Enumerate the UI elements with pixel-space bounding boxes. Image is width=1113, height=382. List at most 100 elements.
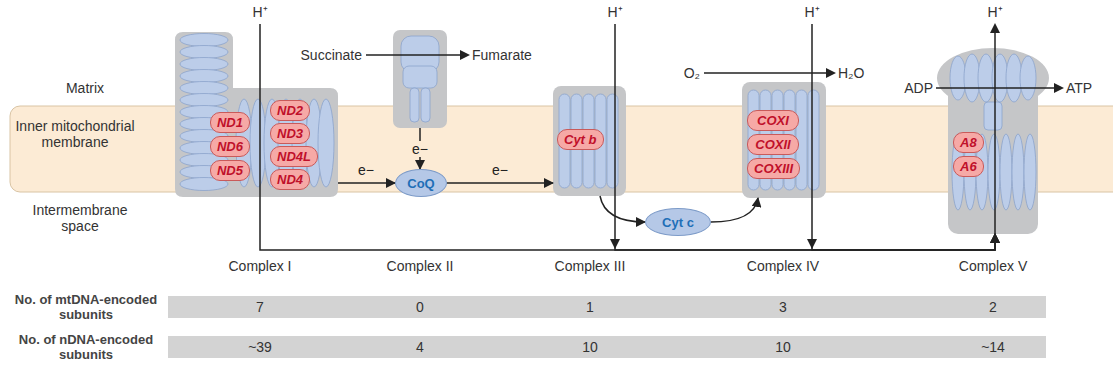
- subunit-pill: COXII: [747, 134, 799, 155]
- subunit-shape: [180, 82, 228, 95]
- subunit-shape: [1000, 134, 1012, 210]
- carrier-oval: Cyt c: [645, 208, 711, 236]
- complex-box: Complex IIICyt b: [553, 86, 626, 196]
- count-cell: 0: [390, 299, 450, 315]
- flow-connector: [338, 182, 395, 184]
- complex-name: Complex IV: [713, 258, 853, 274]
- arrow-head: [826, 68, 836, 78]
- table-band: [168, 336, 1046, 358]
- subunit-shape: [1020, 56, 1036, 100]
- subunit-pill: COXI: [747, 110, 799, 131]
- arrow-head: [1054, 83, 1064, 93]
- count-cell: 3: [753, 299, 813, 315]
- region-label: Inner mitochondrial membrane: [15, 118, 135, 150]
- arrow-head: [460, 50, 470, 60]
- subunit-name: COXI: [757, 113, 789, 128]
- substrate-label: O₂: [660, 65, 700, 81]
- subunit-pill: A6: [953, 156, 984, 177]
- proton-line: [994, 32, 996, 234]
- subunit-name: A6: [960, 159, 977, 174]
- protein-subunits: [950, 54, 1036, 210]
- subunit-shape: [1012, 134, 1024, 210]
- edge-label: e−: [410, 141, 430, 157]
- complex-box: Complex IVCOXICOXIICOXIII: [742, 82, 826, 198]
- subunit-name: ND1: [217, 115, 243, 130]
- subunit-shape: [421, 88, 430, 122]
- complex-shape: [393, 30, 447, 128]
- subunit-name: ND6: [217, 139, 243, 154]
- edge-label: e−: [356, 162, 376, 178]
- subunit-shape: [180, 46, 228, 59]
- substrate-label: ATP: [1066, 80, 1108, 96]
- complex-box: Complex VA8A6: [948, 62, 1038, 234]
- complex-name: Complex II: [350, 258, 490, 274]
- flow-connector: [711, 198, 758, 222]
- complex-name: Complex I: [190, 258, 330, 274]
- row-header: No. of mtDNA-encoded subunits: [6, 292, 166, 322]
- subunit-pill: ND2: [270, 100, 310, 121]
- subunit-name: COXII: [755, 137, 790, 152]
- proton-line: [614, 24, 616, 196]
- proton-label: H⁺: [240, 4, 280, 20]
- proton-label: H⁺: [595, 4, 635, 20]
- reaction-arrow: [936, 87, 1055, 89]
- flow-connector: [812, 198, 995, 250]
- subunit-shape: [180, 58, 228, 71]
- flow-connector: [447, 182, 553, 184]
- subunit-shape: [403, 66, 437, 88]
- complex-shape: [742, 82, 826, 198]
- edge-label: e−: [490, 162, 510, 178]
- subunit-shape: [1024, 134, 1036, 210]
- subunit-pill: ND5: [210, 160, 250, 181]
- arrow-head: [990, 23, 1000, 33]
- subunit-shape: [180, 34, 228, 47]
- subunit-pill: ND4L: [270, 146, 318, 167]
- subunit-pill: COXIII: [747, 158, 800, 179]
- subunit-name: ND3: [277, 126, 303, 141]
- carrier-name: CoQ: [407, 176, 434, 191]
- subunit-name: COXIII: [754, 161, 793, 176]
- flow-lines: [260, 24, 1055, 234]
- substrate-label: ADP: [885, 80, 933, 96]
- arrow-heads: [460, 23, 1064, 249]
- flow-connector: [615, 196, 995, 250]
- subunit-name: ND5: [217, 163, 243, 178]
- substrate-label: H₂O: [838, 65, 888, 81]
- subunit-name: Cyt b: [564, 132, 597, 147]
- protein-subunits: [559, 94, 618, 188]
- count-cell: 2: [963, 299, 1023, 315]
- proton-line: [811, 24, 813, 198]
- count-cell: 10: [560, 339, 620, 355]
- subunit-shape: [607, 94, 618, 188]
- reaction-arrow: [366, 54, 461, 56]
- complex-box: Complex II: [393, 30, 447, 128]
- complex-name: Complex III: [520, 258, 660, 274]
- subunit-name: ND4: [277, 172, 303, 187]
- count-cell: 10: [753, 339, 813, 355]
- row-header: No. of nDNA-encoded subunits: [6, 332, 166, 362]
- subunit-pill: ND4: [270, 169, 310, 190]
- subunit-name: A8: [960, 135, 977, 150]
- proton-line: [259, 24, 261, 197]
- subunit-name: ND4L: [277, 149, 311, 164]
- subunit-shape: [808, 90, 819, 190]
- subunit-shape: [988, 134, 1000, 210]
- complex-box: Complex IND1ND2ND3ND6ND4LND5ND4: [175, 32, 338, 197]
- subunit-shape: [410, 88, 419, 122]
- complex-head: [937, 48, 1049, 108]
- protein-subunits: [401, 36, 439, 122]
- region-label: Intermembrane space: [15, 202, 145, 234]
- substrate-label: Fumarate: [472, 47, 552, 63]
- count-cell: 7: [230, 299, 290, 315]
- proton-label: H⁺: [975, 4, 1015, 20]
- table-band: [168, 296, 1046, 318]
- subunit-shape: [180, 70, 228, 83]
- carrier-oval: CoQ: [395, 169, 447, 197]
- count-cell: 1: [560, 299, 620, 315]
- count-cell: ~14: [963, 339, 1023, 355]
- flow-connector: [600, 196, 645, 222]
- count-cell: ~39: [230, 339, 290, 355]
- substrate-label: Succinate: [282, 47, 362, 63]
- protein-subunits: [748, 90, 819, 190]
